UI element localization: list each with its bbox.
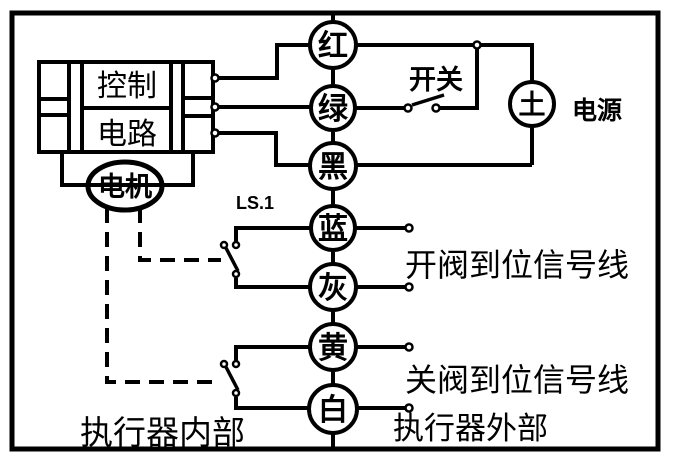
mechanical-link-upper bbox=[138, 208, 221, 262]
wire-label-gray: 灰 bbox=[318, 272, 348, 305]
wire-label-red: 红 bbox=[318, 30, 348, 63]
limit-switch-1-blade bbox=[224, 247, 240, 272]
wire-circle-red bbox=[308, 20, 358, 70]
limit-switch-2-contact-top bbox=[231, 359, 241, 369]
open-valve-signal-label: 开阀到位信号线 bbox=[405, 247, 629, 283]
close-valve-signal-label: 关阀到位信号线 bbox=[405, 362, 629, 398]
limit-switch-1-contact-common bbox=[219, 240, 229, 250]
wire-circle-yellow bbox=[308, 322, 358, 372]
box-terminal-2 bbox=[210, 102, 220, 112]
power-source-circle bbox=[508, 80, 556, 128]
terminal-dot-yellow bbox=[404, 342, 414, 352]
power-supply-wiring bbox=[354, 43, 534, 167]
wire-label-circles: 红 绿 黑 蓝 灰 黄 白 bbox=[307, 20, 359, 435]
limit-switch-2-contact-common bbox=[219, 359, 229, 369]
external-signal-terminals bbox=[354, 223, 414, 413]
box-terminal-1 bbox=[210, 73, 220, 83]
wire-circle-blue bbox=[309, 204, 357, 252]
wire-label-green: 绿 bbox=[318, 93, 349, 126]
power-source: 土 bbox=[508, 80, 556, 128]
junction-dot bbox=[472, 40, 482, 50]
limit-switch-label: LS.1 bbox=[236, 193, 274, 213]
manual-switch-contact-right bbox=[431, 103, 441, 113]
actuator-inside-label: 执行器内部 bbox=[80, 415, 245, 452]
wire-circle-black bbox=[308, 141, 358, 191]
wire-circle-green bbox=[309, 84, 357, 132]
control-circuit-box: 控制 电路 bbox=[37, 60, 220, 187]
terminal-dot-blue bbox=[404, 223, 414, 233]
manual-switch-contact-left bbox=[403, 103, 413, 113]
power-symbol: 土 bbox=[519, 90, 546, 120]
wire-circle-gray bbox=[308, 262, 358, 312]
limit-switch-2 bbox=[219, 345, 312, 410]
control-box-to-wire-connections bbox=[215, 43, 312, 167]
limit-switch-1-contact-top bbox=[231, 240, 241, 250]
wire-circle-white bbox=[307, 383, 359, 435]
wire-label-blue: 蓝 bbox=[318, 213, 348, 246]
manual-switch-label: 开关 bbox=[409, 65, 463, 95]
box-terminal-3 bbox=[210, 128, 220, 138]
control-box-label-line2: 电路 bbox=[97, 118, 157, 151]
motor-ellipse bbox=[85, 159, 165, 213]
control-box-label-line1: 控制 bbox=[97, 70, 157, 103]
motor: 电机 bbox=[85, 159, 165, 213]
limit-switch-1 bbox=[219, 226, 312, 289]
limit-switch-1-contact-bottom bbox=[231, 269, 241, 279]
manual-switch-blade bbox=[411, 93, 445, 107]
motor-legs bbox=[60, 152, 195, 187]
wire-label-yellow: 黄 bbox=[318, 332, 348, 365]
mechanical-link-lower bbox=[105, 208, 221, 384]
terminal-dot-gray bbox=[404, 282, 414, 292]
motor-label: 电机 bbox=[98, 172, 152, 202]
wire-label-black: 黑 bbox=[318, 151, 348, 184]
manual-switch bbox=[403, 40, 482, 113]
wire-label-white: 白 bbox=[318, 394, 348, 427]
actuator-outside-label: 执行器外部 bbox=[393, 411, 548, 446]
limit-switch-2-blade bbox=[224, 366, 240, 391]
power-label: 电源 bbox=[572, 97, 622, 125]
terminal-dot-white bbox=[404, 403, 414, 413]
limit-switch-2-contact-bottom bbox=[231, 388, 241, 398]
